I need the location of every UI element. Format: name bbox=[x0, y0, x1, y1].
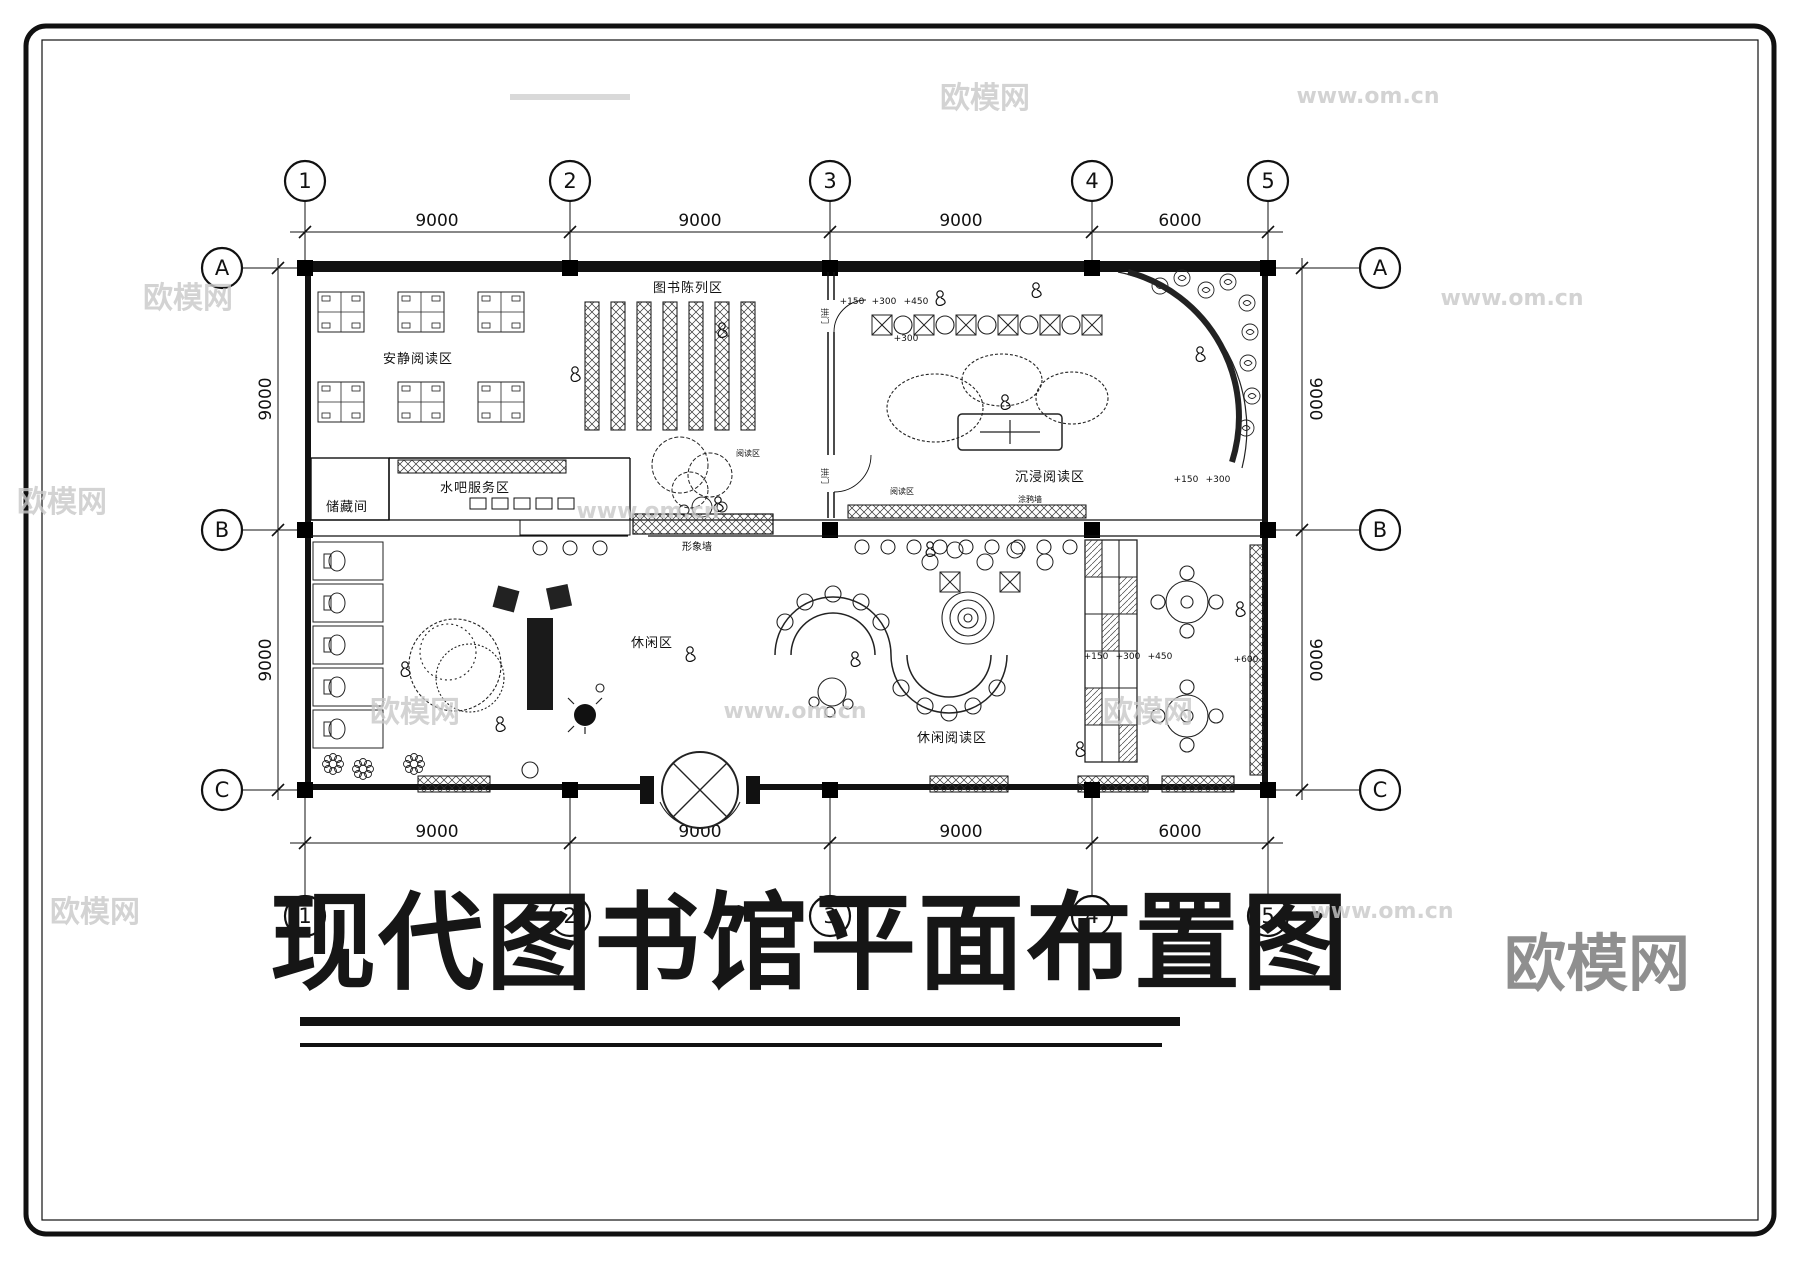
grid-col-4-top: 4 bbox=[1085, 169, 1098, 193]
dimension-line-bottom bbox=[290, 836, 1283, 850]
room-label-leisure: 休闲区 bbox=[631, 636, 673, 651]
watermark-text: 欧模网 bbox=[17, 485, 107, 520]
room-label-arch-door-2: 拱门 bbox=[820, 468, 830, 484]
elevation-label: +300 bbox=[872, 297, 897, 307]
grid-row-c-right: C bbox=[1373, 778, 1388, 802]
title-underline-thick bbox=[300, 1017, 1180, 1026]
watermark-text: www.om.cn bbox=[1296, 84, 1439, 109]
grid-bubbles-right bbox=[1268, 246, 1402, 812]
curved-wall bbox=[1117, 269, 1261, 469]
dim-top-2: 9000 bbox=[678, 211, 721, 231]
room-label-reading-2: 阅读区 bbox=[890, 486, 914, 496]
grid-col-1-bottom: 1 bbox=[298, 904, 311, 928]
watermark-text: 欧模网 bbox=[50, 895, 140, 930]
grid-col-1-top: 1 bbox=[298, 169, 311, 193]
grid-col-5-top: 5 bbox=[1261, 169, 1274, 193]
partitions bbox=[310, 272, 1262, 556]
room-label-image-wall: 形象墙 bbox=[682, 540, 712, 553]
watermark-text: www.om.cn bbox=[576, 499, 719, 524]
elevation-label: +450 bbox=[904, 297, 929, 307]
right-shelving bbox=[1084, 539, 1224, 763]
sheet-frame bbox=[23, 23, 1777, 1237]
grid-row-b-left: B bbox=[215, 518, 229, 542]
watermark-text: www.om.cn bbox=[1440, 286, 1583, 311]
title-underline-thin bbox=[300, 1043, 1162, 1047]
grid-bubbles-bottom bbox=[283, 798, 1290, 938]
dim-top-4: 6000 bbox=[1158, 211, 1201, 231]
room-label-storage: 储藏间 bbox=[326, 500, 368, 515]
grid-col-4-bottom: 4 bbox=[1085, 904, 1098, 928]
room-label-graffiti-wall: 涂鸦墙 bbox=[1018, 494, 1042, 504]
elevation-label: +600 bbox=[1234, 655, 1259, 665]
watermark-text: 欧模网 bbox=[940, 81, 1030, 116]
room-label-quiet-reading: 安静阅读区 bbox=[383, 352, 453, 367]
elevation-label: +300 bbox=[1116, 652, 1141, 662]
drawing-title: 现代图书馆平面布置图 bbox=[270, 880, 1350, 1005]
furniture bbox=[312, 269, 1261, 829]
entrance bbox=[640, 751, 760, 829]
watermark-text: www.om.cn bbox=[1310, 899, 1453, 924]
elevation-label: +300 bbox=[894, 334, 919, 344]
elevation-label: +300 bbox=[1206, 475, 1231, 485]
midband-chairs bbox=[921, 541, 1054, 593]
grid-col-2-top: 2 bbox=[563, 169, 576, 193]
elevation-label: +150 bbox=[1174, 475, 1199, 485]
tiny-watermark-strip bbox=[510, 94, 630, 100]
watermark-text: 欧模网 bbox=[1103, 695, 1193, 730]
dimension-line-left bbox=[271, 258, 285, 800]
elevation-label: +150 bbox=[1084, 652, 1109, 662]
room-label-immersive-reading: 沉浸阅读区 bbox=[1015, 470, 1085, 485]
dim-right-2: 9000 bbox=[1305, 638, 1325, 681]
tree-planter bbox=[651, 436, 733, 518]
room-label-book-display: 图书陈列区 bbox=[653, 280, 723, 296]
room-label-reading-1: 阅读区 bbox=[736, 448, 760, 458]
brand-logo: 欧模网 bbox=[1504, 927, 1690, 1000]
dim-bottom-1: 9000 bbox=[415, 822, 458, 842]
room-label-leisure-reading: 休闲阅读区 bbox=[917, 731, 987, 746]
dimension-line-right bbox=[1295, 258, 1309, 800]
dimension-line-top bbox=[290, 225, 1283, 239]
dim-bottom-4: 6000 bbox=[1158, 822, 1201, 842]
immersive-seating bbox=[871, 314, 1109, 451]
s-seating bbox=[774, 585, 1008, 722]
dim-top-1: 9000 bbox=[415, 211, 458, 231]
grid-col-2-bottom: 2 bbox=[563, 904, 576, 928]
grid-col-3-bottom: 3 bbox=[823, 904, 836, 928]
leisure-zone bbox=[408, 583, 605, 734]
dim-top-3: 9000 bbox=[939, 211, 982, 231]
grid-row-b-right: B bbox=[1373, 518, 1387, 542]
dim-right-1: 9000 bbox=[1305, 377, 1325, 420]
watermark-text: www.om.cn bbox=[723, 699, 866, 724]
grid-system bbox=[200, 159, 1402, 938]
grid-row-c-left: C bbox=[215, 778, 230, 802]
dim-bottom-3: 9000 bbox=[939, 822, 982, 842]
grid-row-a-left: A bbox=[215, 256, 230, 280]
book-display-shelves bbox=[584, 301, 756, 431]
grid-row-a-right: A bbox=[1373, 256, 1388, 280]
watermark-text: 欧模网 bbox=[143, 281, 233, 316]
grid-col-3-top: 3 bbox=[823, 169, 836, 193]
dim-left-2: 9000 bbox=[256, 638, 276, 681]
watermark-text: 欧模网 bbox=[370, 695, 460, 730]
dim-left-1: 9000 bbox=[256, 377, 276, 420]
grid-col-5-bottom: 5 bbox=[1261, 904, 1274, 928]
toilet-stalls bbox=[312, 541, 539, 781]
room-label-arch-door-1: 拱门 bbox=[820, 308, 830, 324]
elevation-label: +450 bbox=[1148, 652, 1173, 662]
grid-bubbles-left bbox=[200, 246, 304, 812]
room-label-water-bar: 水吧服务区 bbox=[440, 480, 510, 496]
elevation-label: +150 bbox=[840, 297, 865, 307]
